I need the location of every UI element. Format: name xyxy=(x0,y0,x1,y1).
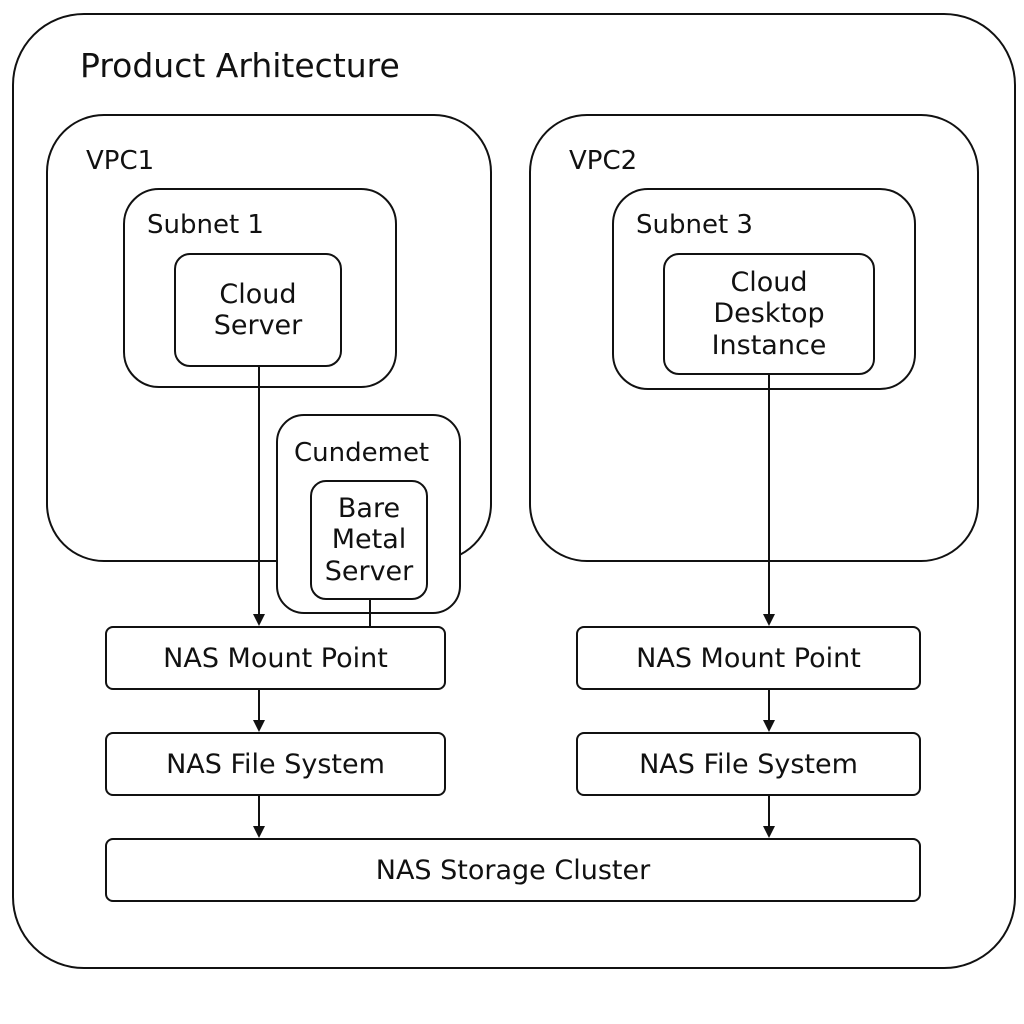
cloud-server-node: Cloud Server xyxy=(174,253,342,367)
left-nas-mount-point: NAS Mount Point xyxy=(105,626,446,690)
cloud-desktop-line-3: Instance xyxy=(711,329,827,361)
cloud-server-line-1: Cloud xyxy=(219,278,297,310)
right-nas-file-system-label: NAS File System xyxy=(639,748,858,780)
nas-storage-cluster-label: NAS Storage Cluster xyxy=(375,854,651,886)
left-nas-file-system: NAS File System xyxy=(105,732,446,796)
left-nas-mount-point-label: NAS Mount Point xyxy=(163,642,388,674)
right-nas-mount-point: NAS Mount Point xyxy=(576,626,921,690)
subnet3-label: Subnet 3 xyxy=(636,210,753,240)
subnet1-label: Subnet 1 xyxy=(147,210,264,240)
cundemet-label: Cundemet xyxy=(294,438,430,468)
left-nas-file-system-label: NAS File System xyxy=(166,748,385,780)
nas-storage-cluster: NAS Storage Cluster xyxy=(105,838,921,902)
vpc2-label: VPC2 xyxy=(569,146,638,176)
right-nas-file-system: NAS File System xyxy=(576,732,921,796)
bare-metal-line-2: Metal xyxy=(331,524,407,556)
cloud-desktop-instance-node: Cloud Desktop Instance xyxy=(663,253,875,375)
cloud-desktop-line-1: Cloud xyxy=(730,267,808,299)
right-nas-mount-point-label: NAS Mount Point xyxy=(636,642,861,674)
bare-metal-server-node: Bare Metal Server xyxy=(310,480,428,600)
vpc1-label: VPC1 xyxy=(86,146,155,176)
bare-metal-line-3: Server xyxy=(324,555,414,587)
bare-metal-line-1: Bare xyxy=(337,493,401,525)
diagram-title: Product Arhitecture xyxy=(80,46,400,85)
cloud-server-line-2: Server xyxy=(213,310,303,341)
cloud-desktop-line-2: Desktop xyxy=(713,298,825,330)
